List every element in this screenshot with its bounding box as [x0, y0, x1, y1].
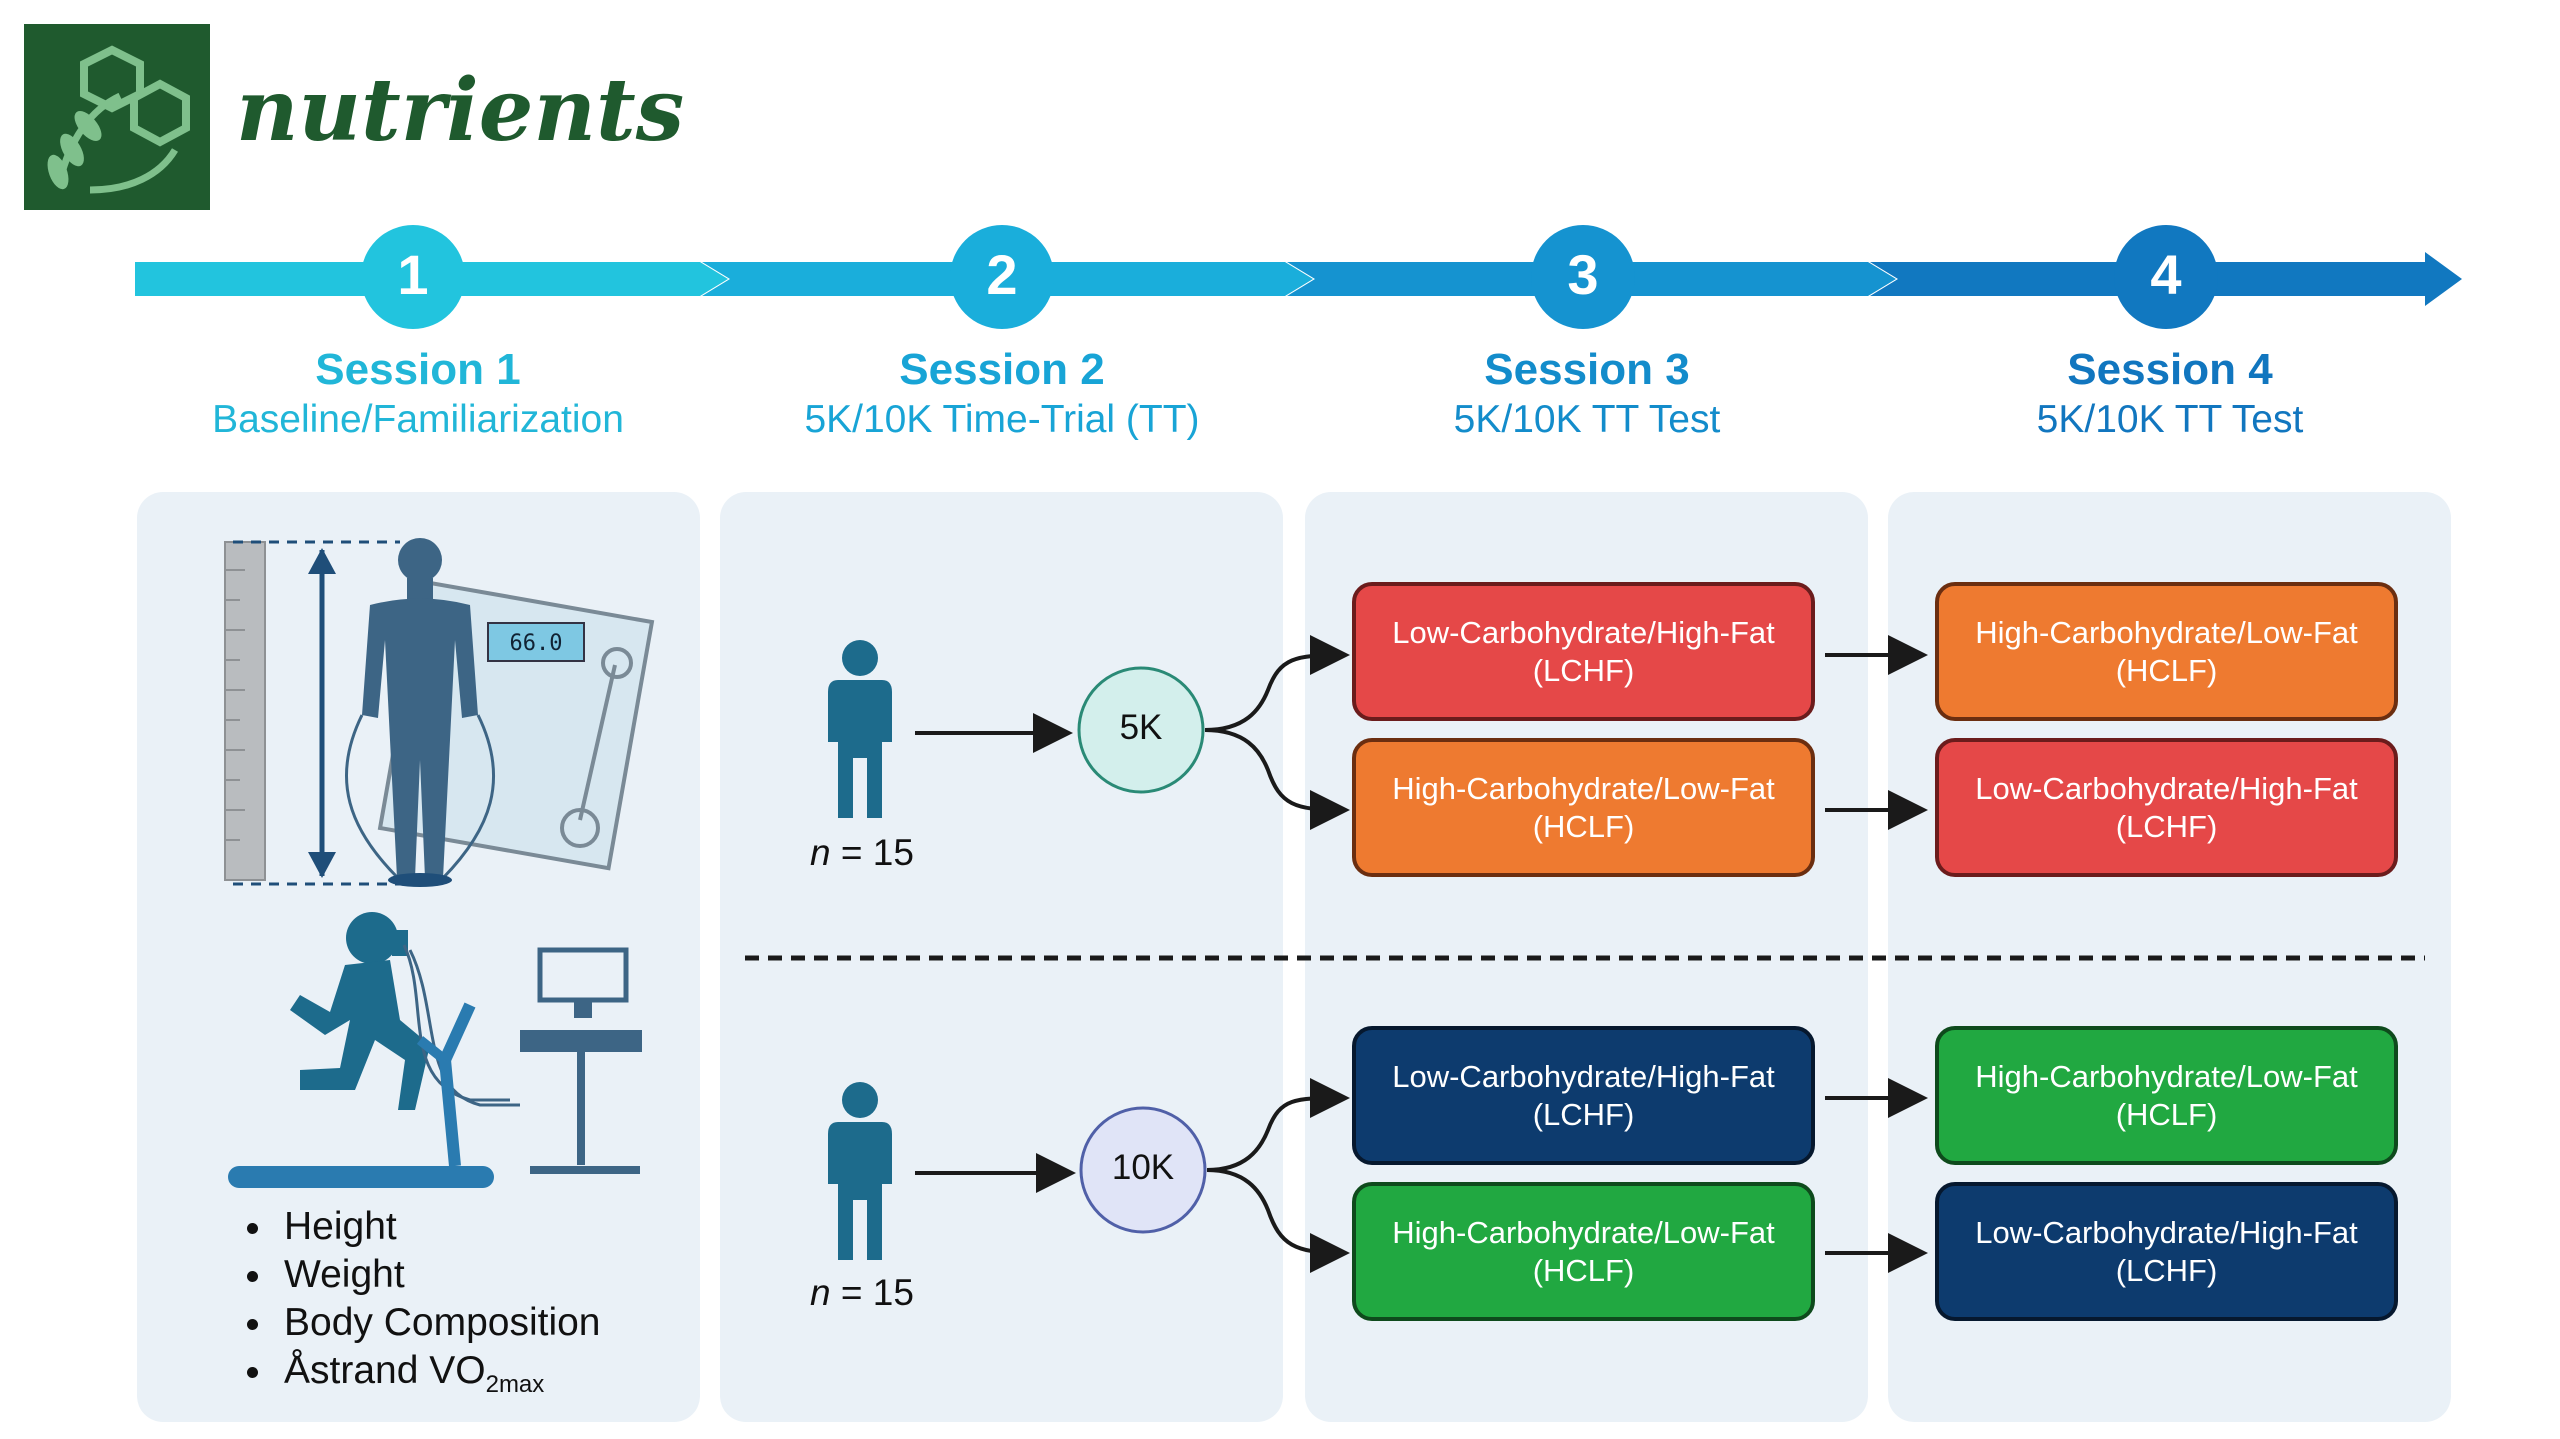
- session-subtitle: 5K/10K TT Test: [1453, 398, 1721, 441]
- runner-body: [290, 960, 430, 1110]
- diet-box-lchf: Low-Carbohydrate/High-Fat(LCHF): [1352, 1026, 1815, 1165]
- measure-item: Åstrand VO2max: [276, 1347, 601, 1409]
- measure-item: Weight: [276, 1251, 601, 1299]
- session-marker-3: [1531, 225, 1635, 329]
- race-circle-10k: [1079, 1106, 1207, 1234]
- diet-box-lchf: Low-Carbohydrate/High-Fat(LCHF): [1935, 738, 2398, 877]
- scale-display: [487, 622, 585, 662]
- session-title: Session 2: [899, 345, 1105, 394]
- treadmill-belt: [228, 1166, 494, 1188]
- person-icon-10k: [828, 1082, 892, 1260]
- diet-box-hclf: High-Carbohydrate/Low-Fat(HCLF): [1935, 582, 2398, 721]
- session-number-2: 2: [986, 243, 1018, 306]
- session-heading-3: Session 3 5K/10K TT Test: [1307, 344, 1867, 444]
- human-body-icon: [362, 538, 478, 878]
- measure-item: Body Composition: [276, 1299, 601, 1347]
- session-number-3: 3: [1567, 243, 1599, 306]
- branch-5k: [1204, 635, 1928, 830]
- session-subtitle: 5K/10K TT Test: [2036, 398, 2304, 441]
- diet-box-lchf: Low-Carbohydrate/High-Fat(LCHF): [1935, 1182, 2398, 1321]
- session-marker-1: [361, 225, 465, 329]
- branch-10k: [1206, 1078, 1928, 1273]
- diet-box-hclf: High-Carbohydrate/Low-Fat(HCLF): [1352, 1182, 1815, 1321]
- measure-item: Height: [276, 1203, 601, 1251]
- session-title: Session 1: [315, 345, 521, 394]
- anthropometry-illustration: 66.0: [224, 538, 655, 887]
- treadmill-vo2-illustration: [228, 912, 642, 1188]
- session-number-1: 1: [397, 243, 429, 306]
- sample-size-10k: n = 15: [810, 1272, 914, 1313]
- session-subtitle: 5K/10K Time-Trial (TT): [804, 398, 1200, 441]
- session-number-4: 4: [2150, 243, 2182, 306]
- session-heading-4: Session 4 5K/10K TT Test: [1890, 344, 2450, 444]
- session-title: Session 4: [2067, 345, 2273, 394]
- person-icon-5k: [828, 640, 892, 818]
- scale-reading: 66.0: [510, 631, 563, 656]
- sample-size-5k: n = 15: [810, 832, 914, 873]
- journal-name: nutrients: [236, 60, 685, 161]
- race-circle-5k: [1077, 666, 1205, 794]
- journal-logo: [24, 24, 210, 210]
- race-label-10k: 10K: [1111, 1148, 1175, 1187]
- diet-box-hclf: High-Carbohydrate/Low-Fat(HCLF): [1935, 1026, 2398, 1165]
- race-label-5k: 5K: [1119, 708, 1163, 747]
- session-subtitle: Baseline/Familiarization: [212, 398, 624, 441]
- diet-box-lchf: Low-Carbohydrate/High-Fat(LCHF): [1352, 582, 1815, 721]
- session-heading-1: Session 1 Baseline/Familiarization: [138, 344, 698, 444]
- session-heading-2: Session 2 5K/10K Time-Trial (TT): [722, 344, 1282, 444]
- diet-box-hclf: High-Carbohydrate/Low-Fat(HCLF): [1352, 738, 1815, 877]
- ruler: [224, 541, 266, 881]
- baseline-measures-list: Height Weight Body Composition Åstrand V…: [230, 1203, 601, 1409]
- runner-head: [346, 912, 398, 964]
- session-marker-4: [2114, 225, 2218, 329]
- timeline: [135, 225, 2462, 329]
- session-title: Session 3: [1484, 345, 1690, 394]
- session-marker-2: [950, 225, 1054, 329]
